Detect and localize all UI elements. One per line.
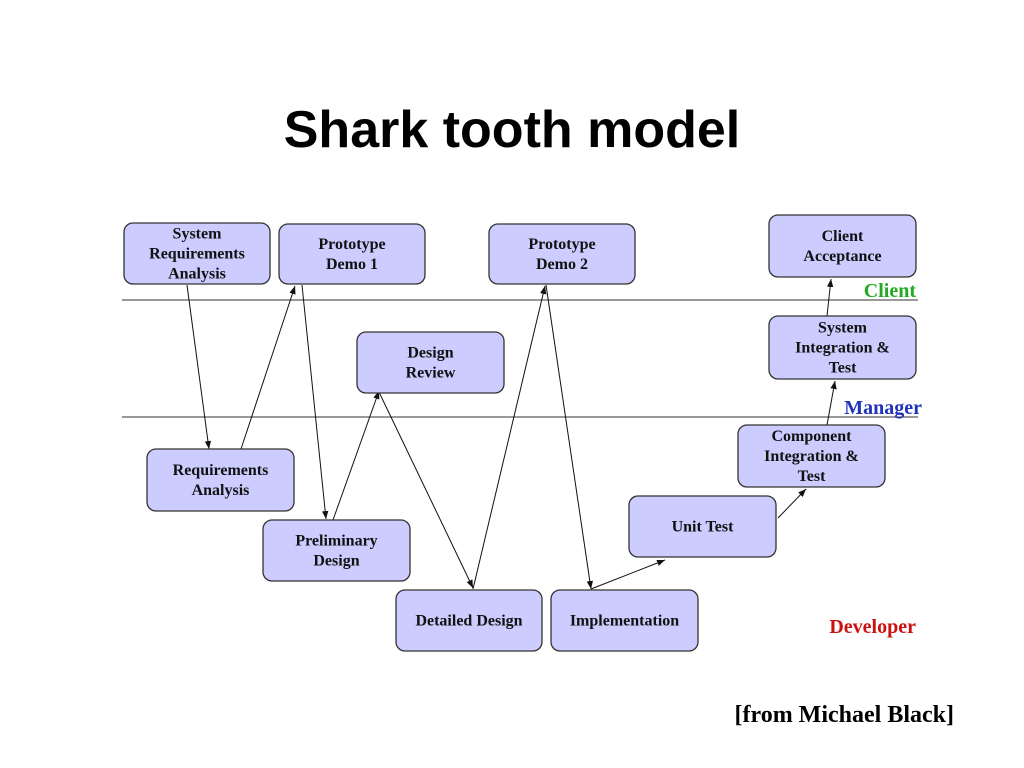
box-shape: [628, 495, 777, 558]
arrow-prelim-to-design-review: [332, 390, 380, 521]
box-impl: Implementation: [550, 589, 699, 652]
box-label-line: Unit Test: [672, 519, 734, 536]
box-label-line: Analysis: [168, 266, 226, 283]
arrow-detailed-to-proto2: [472, 285, 547, 590]
box-label-line: Integration &: [795, 340, 890, 357]
box-label-line: Prototype: [318, 236, 385, 253]
box-label-line: Client: [822, 228, 864, 245]
box-label-line: Demo 2: [536, 256, 588, 273]
arrow-proto1-to-prelim: [301, 284, 329, 520]
lane-label-developer: Developer: [829, 616, 916, 638]
boxes: SystemRequirementsAnalysisPrototypeDemo …: [123, 214, 917, 652]
arrow-proto2-to-impl: [545, 284, 593, 590]
arrows: [186, 278, 837, 590]
box-label-line: Test: [829, 360, 858, 377]
box-label-line: Design: [313, 553, 359, 570]
arrow-design-review-to-detailed: [378, 391, 474, 589]
box-shape: [395, 589, 543, 652]
box-shape: [550, 589, 699, 652]
box-label-line: Requirements: [173, 462, 269, 479]
arrow-comp-int-to-sys-int: [826, 380, 837, 426]
page-title: Shark tooth model: [283, 101, 741, 159]
box-detailed: Detailed Design: [395, 589, 543, 652]
box-label-line: Detailed Design: [415, 613, 522, 630]
box-label-line: Design: [407, 345, 453, 362]
box-label-line: Requirements: [149, 246, 245, 263]
box-label-line: Analysis: [192, 482, 250, 499]
box-shape: [356, 331, 505, 394]
arrow-impl-to-unit-test: [590, 559, 666, 590]
box-unit-test: Unit Test: [628, 495, 777, 558]
box-shape: [278, 223, 426, 285]
lane-label-manager: Manager: [844, 397, 922, 419]
box-label-line: System: [818, 320, 868, 337]
box-label-line: Review: [406, 365, 456, 382]
box-shape: [262, 519, 411, 582]
box-shape: [488, 223, 636, 285]
box-label-line: System: [173, 226, 223, 243]
box-shape: [123, 222, 271, 285]
source-credit: [from Michael Black]: [734, 702, 954, 728]
box-shape: [768, 214, 917, 278]
box-label-line: Prototype: [528, 236, 595, 253]
box-label-line: Integration &: [764, 448, 859, 465]
arrow-sys-int-to-client-acc: [826, 278, 834, 317]
box-label-line: Implementation: [570, 613, 679, 630]
box-label-line: Test: [798, 468, 827, 485]
arrow-req-analysis-to-proto1: [240, 285, 296, 450]
box-shape: [146, 448, 295, 512]
arrow-unit-test-to-comp-int: [777, 488, 807, 519]
box-label-line: Demo 1: [326, 256, 378, 273]
box-shape: [737, 424, 886, 488]
box-label-line: Acceptance: [803, 248, 881, 265]
box-label-line: Preliminary: [295, 533, 377, 550]
box-shape: [768, 315, 917, 380]
lane-label-client: Client: [864, 280, 917, 302]
box-label-line: Component: [771, 428, 852, 445]
arrow-sys-req-to-req-analysis: [186, 284, 212, 450]
